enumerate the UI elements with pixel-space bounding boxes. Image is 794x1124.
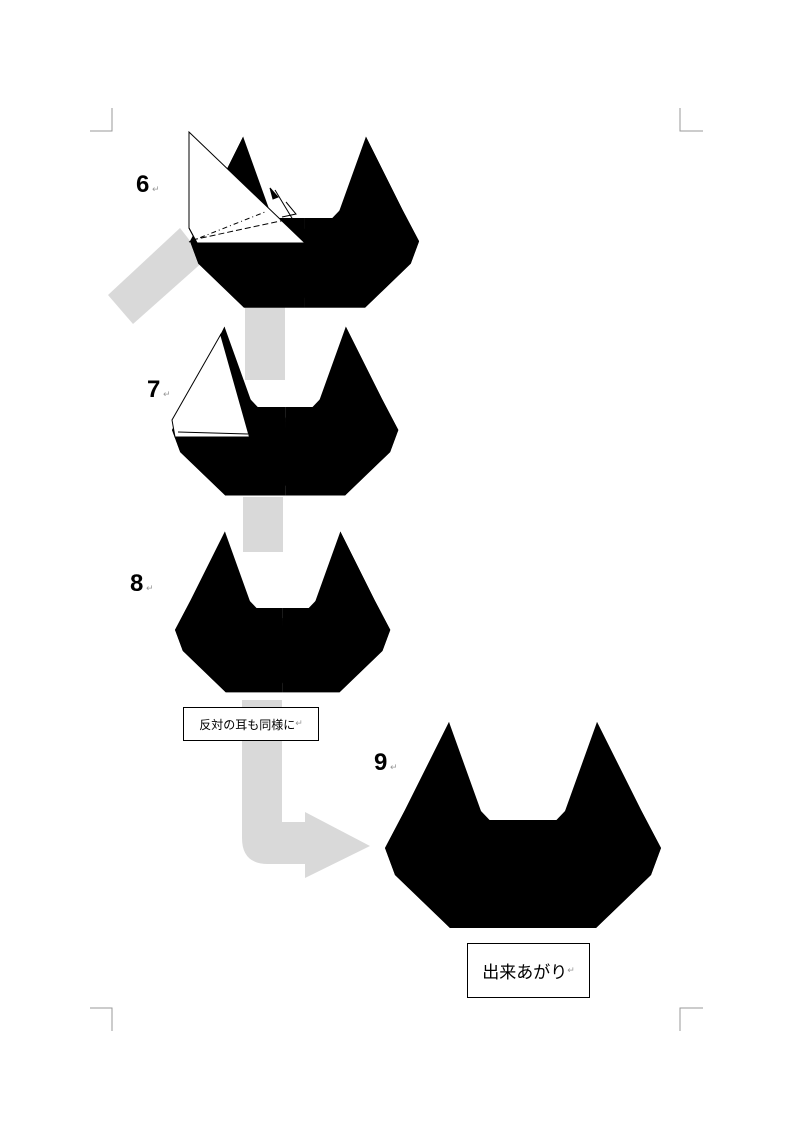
step-8-caption-box: 反対の耳も同様に↵ — [183, 707, 319, 741]
return-mark: ↵ — [390, 763, 398, 773]
return-mark: ↵ — [146, 584, 154, 594]
step-9-caption-box: 出来あがり↵ — [467, 943, 590, 998]
step-7-figure: 7 ↵ — [147, 327, 398, 496]
return-mark: ↵ — [295, 719, 303, 729]
step-8-figure: 8 ↵ — [130, 532, 390, 693]
step-number: 6 — [136, 171, 149, 198]
return-mark: ↵ — [163, 390, 171, 400]
step-number: 7 — [147, 376, 160, 403]
crop-marks — [90, 108, 703, 1031]
step-number: 9 — [374, 749, 387, 776]
step-9-figure: 9 ↵ — [374, 722, 661, 928]
return-mark: ↵ — [152, 185, 160, 195]
caption-text: 出来あがり — [482, 963, 568, 983]
step-number: 8 — [130, 570, 143, 597]
caption-text: 反対の耳も同様に — [199, 717, 296, 732]
flow-arrow — [108, 228, 370, 878]
step-6-figure: 6 ↵ — [136, 130, 419, 308]
return-mark: ↵ — [567, 965, 575, 976]
